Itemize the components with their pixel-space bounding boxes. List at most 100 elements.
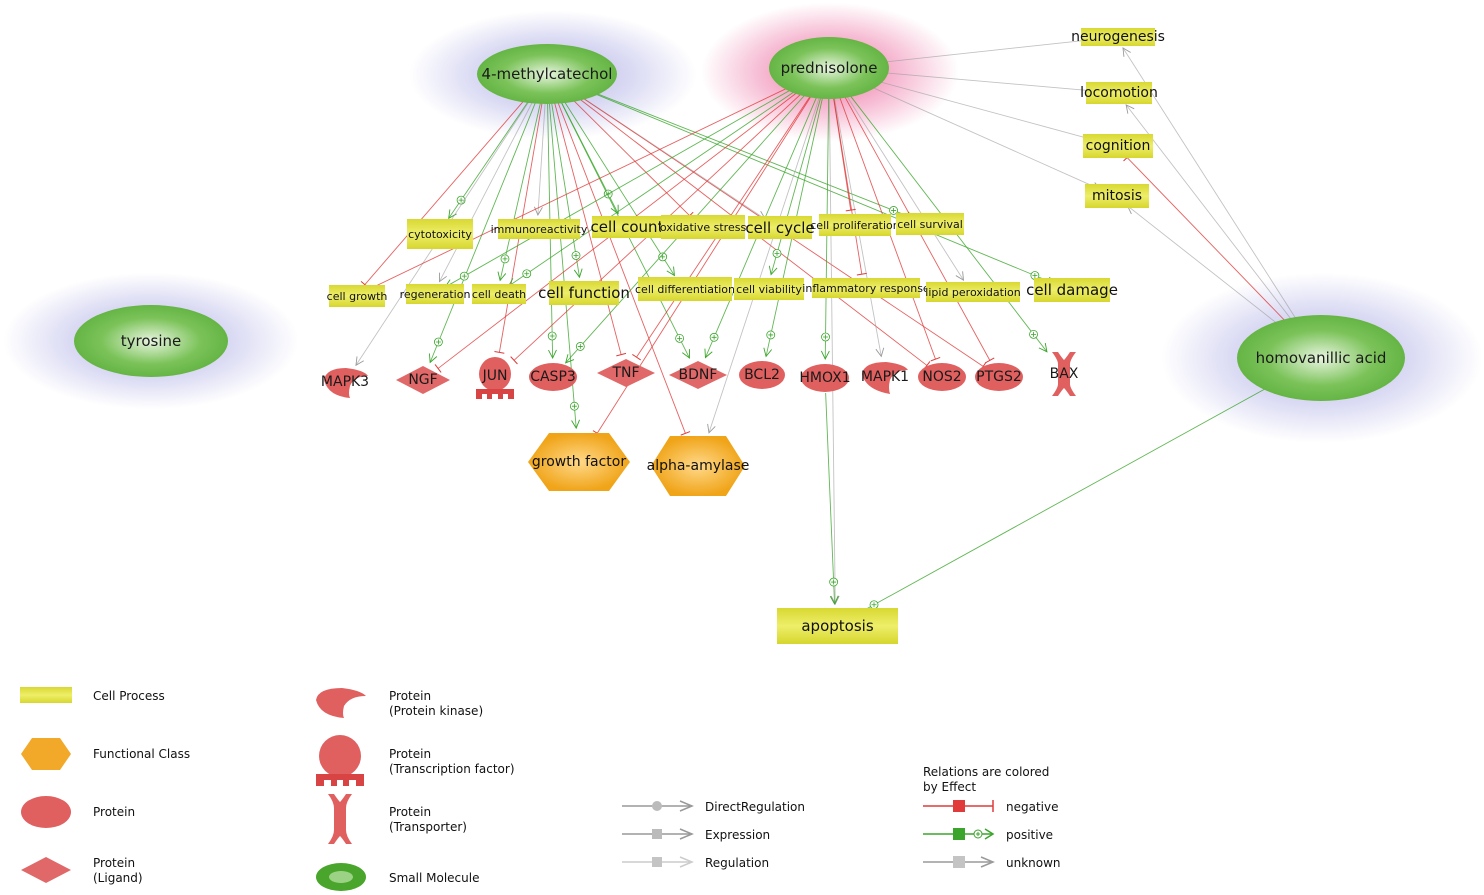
- edge-line: [828, 98, 836, 605]
- node-alpha-amylase[interactable]: alpha-amylase: [647, 435, 749, 497]
- arrow-head: [355, 356, 364, 367]
- node-cell-death[interactable]: cell death: [472, 284, 526, 304]
- edge-line: [499, 103, 541, 281]
- node-cell-differentiation[interactable]: cell differentiation: [635, 277, 735, 301]
- edge-line: [770, 97, 822, 275]
- node-cognition[interactable]: cognition: [1083, 134, 1153, 158]
- legend-protein: Protein: [93, 805, 136, 819]
- node-cell-viability[interactable]: cell viability: [734, 278, 804, 300]
- edge-homovanillic-locomotion: [1125, 104, 1296, 325]
- edge-line: [1125, 104, 1296, 325]
- node-cell-proliferation[interactable]: cell proliferation: [810, 214, 900, 236]
- node-cell-survival[interactable]: cell survival: [896, 213, 964, 235]
- node-neurogenesis[interactable]: neurogenesis: [1071, 28, 1165, 46]
- arrow-head: [955, 271, 965, 282]
- node-nos2[interactable]: NOS2: [917, 362, 967, 392]
- node-regeneration[interactable]: regeneration: [400, 284, 470, 304]
- plus-glyph: [458, 197, 464, 203]
- plus-glyph: [1031, 331, 1037, 337]
- node-label: tyrosine: [120, 332, 182, 350]
- plus-glyph: [435, 339, 441, 345]
- node-cell-cycle[interactable]: cell cycle: [745, 216, 815, 239]
- node-oxidative-stress[interactable]: oxidative stress: [659, 215, 747, 239]
- node-inflammatory-response[interactable]: inflammatory response: [802, 278, 930, 298]
- edge-HMOX1-apoptosis: [825, 392, 839, 606]
- legend-ligand: Protein (Ligand): [93, 856, 143, 885]
- legend-small-molecule: Small Molecule: [389, 871, 480, 885]
- edge-methylcatechol-celldamage: [574, 85, 1057, 285]
- node-apoptosis[interactable]: apoptosis: [777, 608, 898, 644]
- node-cell-function[interactable]: cell function: [538, 281, 630, 305]
- edge-line: [859, 37, 1104, 66]
- arrow-head: [763, 347, 773, 358]
- ligand-icon: [669, 361, 727, 389]
- edge-line: [551, 103, 580, 278]
- node-homovanillic-acid[interactable]: homovanillic acid: [1237, 315, 1405, 401]
- protein-icon: [918, 363, 966, 391]
- legend-small-molecule-icon: [316, 863, 366, 891]
- node-casp3[interactable]: CASP3: [528, 362, 578, 392]
- node-lipid-peroxidation[interactable]: lipid peroxidation: [925, 282, 1021, 302]
- arrow-head: [707, 423, 716, 434]
- edge-line: [574, 85, 1056, 285]
- inhibit-bar: [632, 353, 641, 361]
- node-prednisolone[interactable]: prednisolone: [769, 37, 889, 99]
- node-label: BCL2: [744, 367, 780, 383]
- legend-transcription-factor: Protein (Transcription factor): [389, 747, 515, 776]
- node-label: cell cycle: [745, 218, 815, 237]
- node-ngf[interactable]: NGF: [395, 365, 451, 395]
- node-locomotion[interactable]: locomotion: [1080, 82, 1158, 104]
- legend-regulation: Regulation: [705, 856, 770, 870]
- node-mapk1[interactable]: MAPK1: [858, 360, 912, 394]
- node-label: neurogenesis: [1071, 29, 1165, 45]
- inhibit-bar: [510, 356, 518, 365]
- node-ptgs2[interactable]: PTGS2: [974, 362, 1024, 392]
- node-label: oxidative stress: [659, 220, 747, 234]
- node-cell-count[interactable]: cell count: [591, 216, 663, 238]
- node-label: cell function: [538, 284, 630, 302]
- arrow-head: [497, 271, 507, 282]
- edge-methylcatechol-celldiff: [562, 99, 675, 277]
- legend-functional-class: Functional Class: [93, 747, 191, 761]
- node-cell-damage[interactable]: cell damage: [1026, 278, 1118, 302]
- node-label: locomotion: [1080, 85, 1158, 101]
- legend-ligand-icon: [21, 857, 71, 883]
- node-label: homovanillic acid: [1255, 349, 1387, 367]
- node-immunoreactivity[interactable]: immunoreactivity: [491, 219, 587, 239]
- plus-glyph: [774, 250, 780, 256]
- node-mitosis[interactable]: mitosis: [1085, 184, 1149, 208]
- edge-line: [854, 378, 1284, 616]
- arrow-head: [666, 266, 675, 277]
- node-label: cell growth: [326, 289, 388, 303]
- plus-glyph: [711, 334, 717, 340]
- node-label: MAPK3: [320, 374, 370, 390]
- inhibit-bar: [680, 431, 691, 436]
- node-mapk3[interactable]: MAPK3: [320, 366, 370, 398]
- plus-glyph: [524, 271, 530, 277]
- legend-direct-regulation-icon: [622, 800, 694, 812]
- node-cytotoxicity[interactable]: cytotoxicity: [407, 219, 473, 249]
- node-bcl2[interactable]: BCL2: [738, 360, 786, 390]
- node-tyrosine[interactable]: tyrosine: [74, 305, 228, 377]
- edge-line: [557, 101, 686, 434]
- inhibit-bar: [930, 356, 941, 362]
- node-bdnf[interactable]: BDNF: [668, 360, 728, 390]
- ligand-icon: [396, 366, 450, 394]
- node-tnf[interactable]: TNF: [596, 358, 656, 388]
- node-cell-growth[interactable]: cell growth: [326, 285, 388, 307]
- node-growth-factor[interactable]: growth factor: [527, 432, 631, 492]
- node-hmox1[interactable]: HMOX1: [799, 363, 851, 393]
- node-label: NGF: [408, 372, 438, 388]
- node-label: JUN: [482, 368, 508, 384]
- ligand-icon: [597, 359, 655, 387]
- node-bax[interactable]: BAX: [1048, 350, 1080, 398]
- node-label: cognition: [1085, 138, 1151, 154]
- arrow-head: [829, 595, 839, 606]
- edge-prednisolone-cellgrowth: [365, 81, 802, 295]
- node-4-methylcatechol[interactable]: 4-methylcatechol: [477, 44, 617, 104]
- edge-line: [859, 70, 1103, 93]
- node-label: BDNF: [678, 367, 718, 383]
- node-jun[interactable]: JUN: [476, 356, 514, 400]
- edge-methylcatechol-regeneration: [438, 100, 534, 283]
- arrow-head: [428, 353, 438, 364]
